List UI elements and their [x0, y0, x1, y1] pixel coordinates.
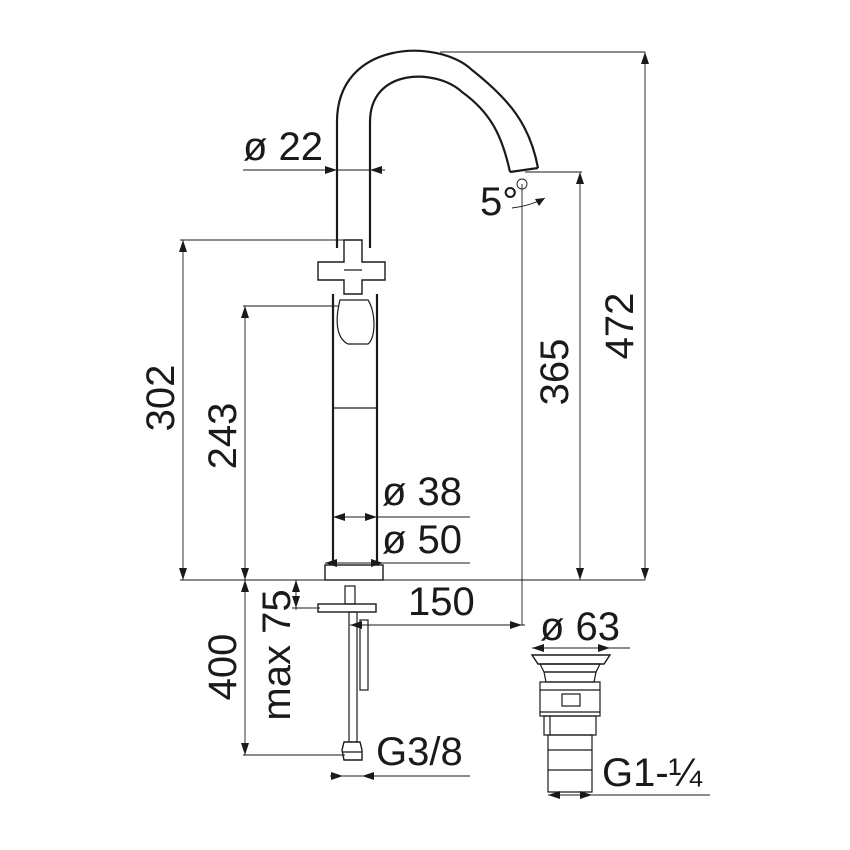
arrow-50-right	[371, 559, 383, 567]
label-thread-g38: G3/8	[376, 730, 463, 774]
waste-ring-2	[543, 671, 597, 683]
spout-tip	[509, 166, 539, 174]
popup-waste	[530, 654, 612, 793]
waste-tail	[547, 734, 593, 793]
under-nut	[317, 603, 377, 613]
arrow-400-bottom	[241, 743, 249, 755]
label-diameter-38: ø 38	[382, 470, 462, 514]
arrow-472-bottom	[641, 568, 649, 580]
base	[324, 564, 384, 581]
label-height-302: 302	[139, 365, 183, 432]
dimension-lines	[179, 51, 710, 799]
arrow-angle	[535, 198, 545, 206]
arrow-302-top	[179, 240, 187, 252]
arrow-g38-left	[331, 772, 343, 780]
flex-hose-2	[359, 619, 369, 691]
label-height-472: 472	[598, 293, 642, 360]
arrow-150-right	[510, 621, 522, 629]
arrow-243-top	[241, 306, 249, 318]
body-lower	[331, 408, 379, 565]
waste-cap	[530, 654, 612, 665]
arrow-243-bottom	[241, 568, 249, 580]
spout-inner	[368, 75, 512, 248]
waste-nut	[543, 715, 597, 736]
flex-hose	[348, 611, 358, 743]
faucet-body	[317, 49, 540, 761]
arrow-g38-right	[362, 772, 374, 780]
label-max-75: max 75	[255, 589, 299, 720]
waste-body	[539, 681, 601, 717]
arrow-38-right	[365, 513, 377, 521]
arrow-63-left	[532, 644, 544, 652]
label-height-365: 365	[533, 339, 577, 406]
arrow-22-right	[370, 166, 382, 174]
arrow-g114-right	[580, 791, 592, 799]
arrow-365-top	[576, 172, 584, 184]
label-thread-g114: G1-¼	[602, 751, 703, 795]
waste-overflow-slot	[561, 693, 581, 707]
arrow-150-left	[350, 621, 362, 629]
arrow-g114-left	[548, 791, 560, 799]
shank-neck	[344, 585, 356, 605]
body-cutaway	[336, 299, 375, 345]
label-height-243: 243	[201, 403, 245, 470]
label-diameter-50: ø 50	[382, 518, 462, 562]
arrow-22-left	[325, 166, 337, 174]
arrow-400-top	[241, 580, 249, 592]
arrow-302-bottom	[179, 568, 187, 580]
label-reach-150: 150	[408, 580, 475, 624]
dimension-labels: ø 22 5° 472 365 302 243 ø 38 ø 50 150 ma…	[139, 125, 703, 795]
label-angle-5: 5°	[480, 180, 518, 224]
hose-connector	[341, 741, 363, 761]
arrow-75-bottom	[292, 596, 300, 608]
arrow-50-left	[325, 559, 337, 567]
label-length-400: 400	[201, 634, 245, 701]
arrow-38-left	[333, 513, 345, 521]
waste-ring-1	[539, 663, 601, 673]
cross-handle	[317, 239, 386, 295]
spout-outer	[335, 49, 540, 248]
arrow-472-top	[641, 52, 649, 64]
label-diameter-22: ø 22	[243, 125, 323, 169]
arrow-63-right	[598, 644, 610, 652]
label-diameter-63: ø 63	[540, 605, 620, 649]
arrow-365-bottom	[576, 568, 584, 580]
arrow-75-top	[292, 580, 300, 592]
body-upper	[331, 294, 379, 408]
